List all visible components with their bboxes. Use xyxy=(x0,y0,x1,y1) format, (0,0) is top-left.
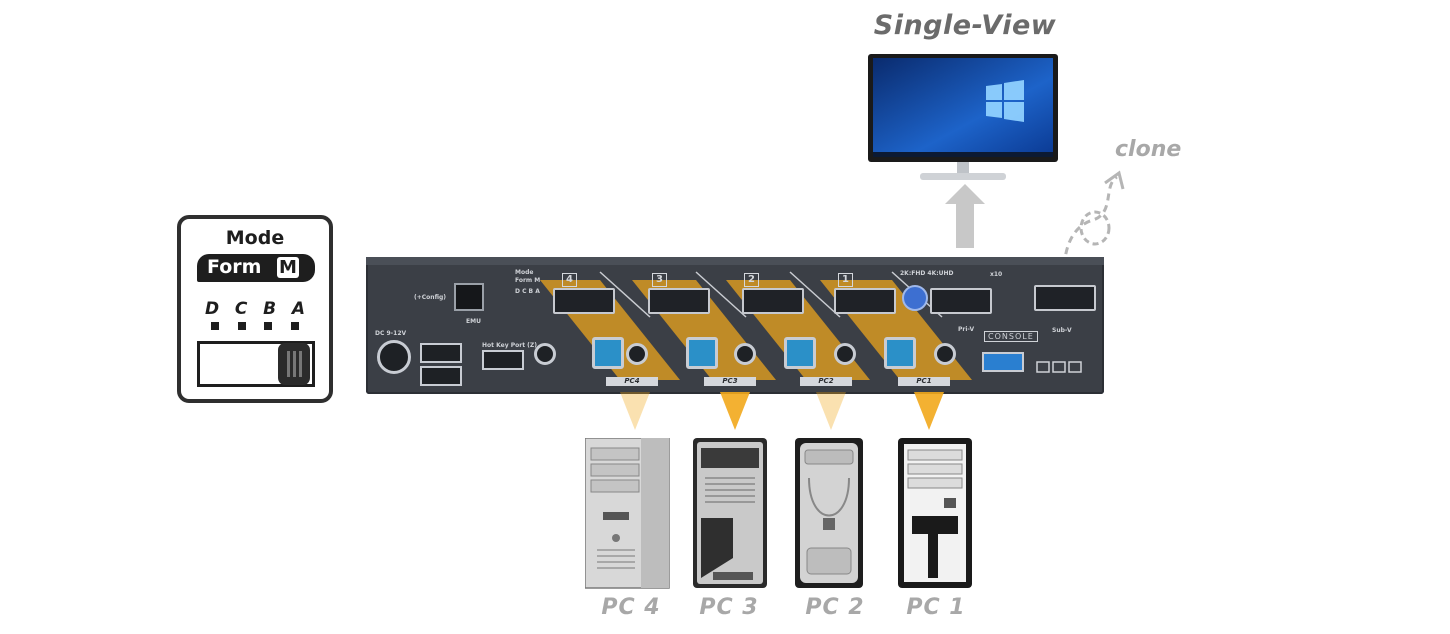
form-badge: Form M xyxy=(197,254,315,282)
output-arrow xyxy=(945,184,985,248)
dp-console-pri-v xyxy=(930,288,992,314)
rotary-dial-icon xyxy=(902,285,928,311)
pc-label-4: PC 4 xyxy=(601,595,661,620)
dp-port-3 xyxy=(648,288,710,314)
port-number-2: 2 xyxy=(744,273,759,287)
dip-letter-b: B xyxy=(263,299,277,319)
form-mode-letter: M xyxy=(277,257,299,278)
monitor-icon xyxy=(868,54,1058,180)
pc-label-3: PC 3 xyxy=(699,595,759,620)
diagram-title: Single-View xyxy=(873,10,1057,41)
audio-port-1 xyxy=(934,343,956,365)
console-audio-port xyxy=(534,343,556,365)
resolution-label: 2K:FHD 4K:UHD xyxy=(900,270,954,277)
usb-b-port-4 xyxy=(592,337,624,369)
audio-port-2 xyxy=(834,343,856,365)
dip-dot xyxy=(264,322,273,330)
dp-port-1 xyxy=(834,288,896,314)
form-label: Form xyxy=(207,256,262,278)
pc-label-1: PC 1 xyxy=(906,595,966,620)
config-label: (+Config) xyxy=(414,294,447,301)
dip-switch[interactable] xyxy=(197,341,315,387)
dip-switch-knob[interactable] xyxy=(278,343,310,385)
pc-label-2: PC 2 xyxy=(805,595,865,620)
dip-letter-c: C xyxy=(234,299,248,319)
usb-b-port-1 xyxy=(884,337,916,369)
hotkey-label: Hot Key Port (Z) xyxy=(482,342,537,349)
mode-small-label: Mode xyxy=(515,269,534,276)
dip-dot xyxy=(211,322,219,330)
audio-port-3 xyxy=(734,343,756,365)
x10-label: x10 xyxy=(990,271,1003,278)
pc-tag-2: PC2 xyxy=(800,377,852,386)
dc-power-jack xyxy=(377,340,411,374)
mode-card: Mode Form M D C B A xyxy=(177,215,333,403)
clone-arrow xyxy=(1062,170,1125,291)
dip-dot xyxy=(290,322,299,330)
pc-tower-4-icon xyxy=(585,438,670,589)
kvm-top-edge xyxy=(366,257,1104,265)
pc-tag-3: PC3 xyxy=(704,377,756,386)
dp-port-4 xyxy=(553,288,615,314)
dp-port-2 xyxy=(742,288,804,314)
mode-title: Mode xyxy=(225,227,285,249)
form-small-label: Form M xyxy=(515,277,541,284)
pc-tower-2-icon xyxy=(795,438,863,588)
monitor-mode-icons xyxy=(1036,360,1084,376)
dip-letter-d: D xyxy=(205,299,220,319)
dp-console-sub-v xyxy=(1034,285,1096,311)
usb-a-hotkey-port xyxy=(482,350,524,370)
port-number-1: 1 xyxy=(838,273,853,287)
clone-label: clone xyxy=(1115,137,1182,162)
pc-tag-4: PC4 xyxy=(606,377,658,386)
usb-a-port-lower xyxy=(420,366,462,386)
usb-b-port-2 xyxy=(784,337,816,369)
pri-v-label: Pri-V xyxy=(958,326,975,333)
console-label: CONSOLE xyxy=(984,331,1038,342)
sub-v-label: Sub-V xyxy=(1052,327,1072,334)
pc-tower-1-icon xyxy=(898,438,972,588)
dip-dot xyxy=(237,322,246,330)
dip-letters: D C B A xyxy=(205,299,305,319)
dip-dots xyxy=(211,322,299,330)
dip-small-label: D C B A xyxy=(515,288,540,295)
port-number-3: 3 xyxy=(652,273,667,287)
port-number-4: 4 xyxy=(562,273,577,287)
audio-port-4 xyxy=(626,343,648,365)
dc-label: DC 9-12V xyxy=(375,330,407,337)
dip-letter-a: A xyxy=(291,299,305,319)
usb-a-port-upper xyxy=(420,343,462,363)
usb3-console-port xyxy=(982,352,1024,372)
emu-label: EMU xyxy=(466,318,481,325)
pc-tag-1: PC1 xyxy=(898,377,950,386)
usb-b-port-3 xyxy=(686,337,718,369)
rj11-port xyxy=(454,283,484,311)
pc-tower-3-icon xyxy=(693,438,767,588)
